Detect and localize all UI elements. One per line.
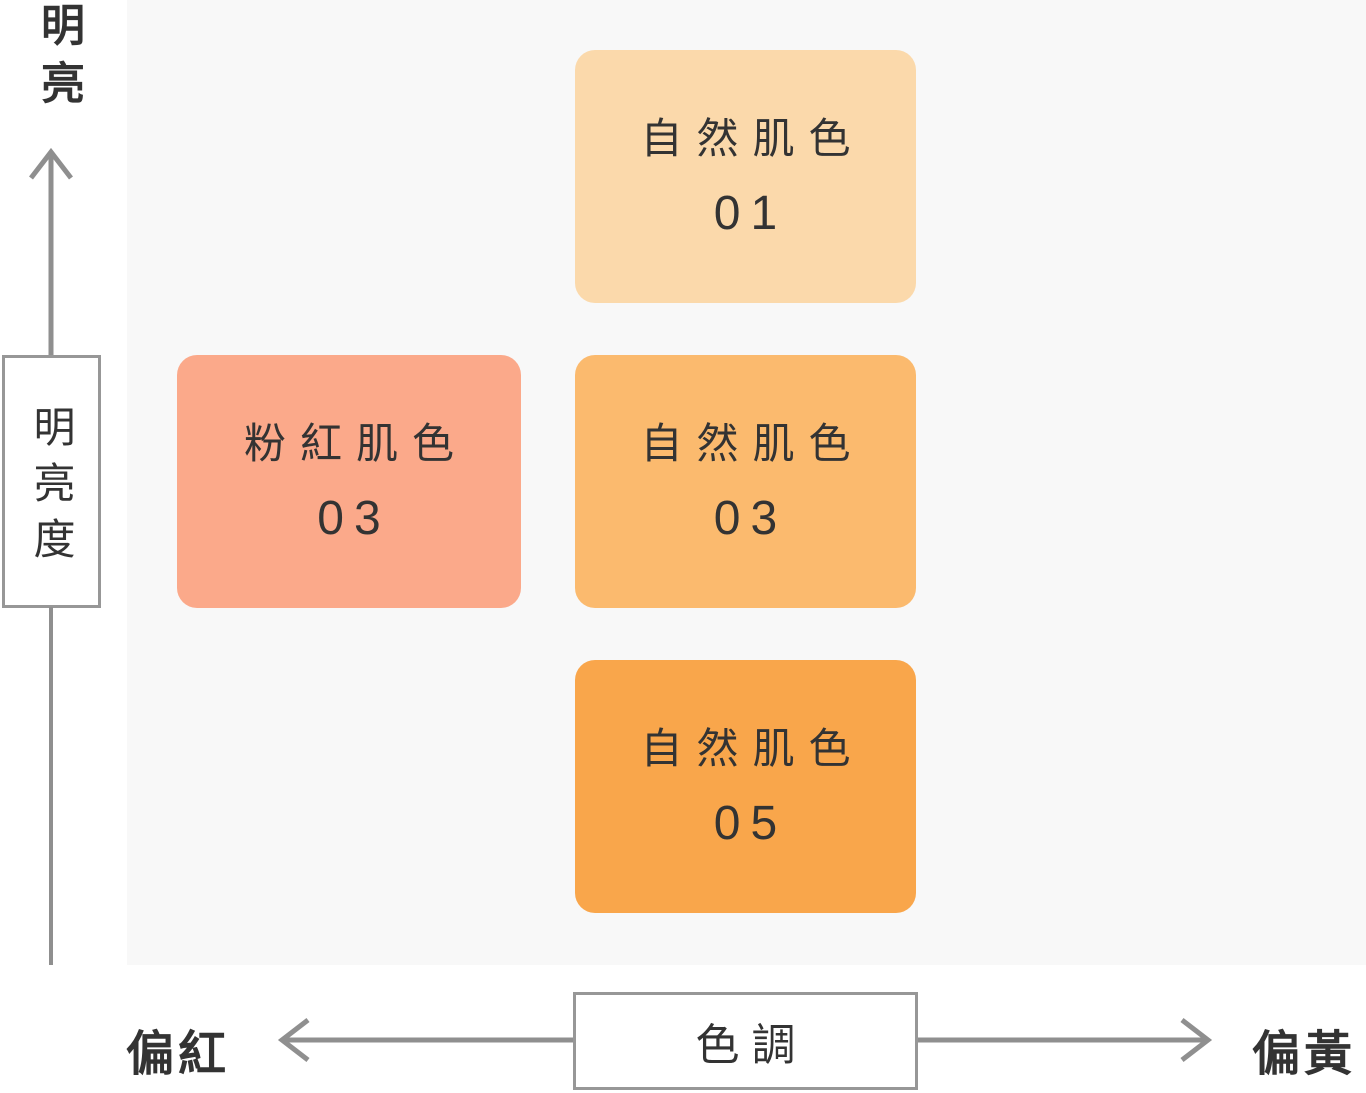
swatch-number: 03 xyxy=(713,491,788,545)
hue-axis-label: 色調 xyxy=(695,1021,808,1070)
swatch-number: 05 xyxy=(713,796,788,850)
brightness-axis-label-box: 明亮度 xyxy=(2,355,101,608)
swatch-number: 01 xyxy=(713,186,788,240)
swatch-number: 03 xyxy=(317,491,391,545)
brightness-axis-line xyxy=(49,607,53,965)
swatch-name: 自然肌色 xyxy=(640,725,865,773)
brightness-axis-max-label: 明亮 xyxy=(34,2,83,118)
right-arrow-icon xyxy=(918,1018,1213,1062)
shade-swatch-natural-03: 自然肌色 03 xyxy=(575,355,916,608)
shade-swatch-pink-03: 粉紅肌色 03 xyxy=(177,355,521,608)
swatch-name: 粉紅肌色 xyxy=(243,420,468,468)
up-arrow-icon xyxy=(29,147,73,355)
shade-swatch-natural-01: 自然肌色 01 xyxy=(575,50,916,303)
swatch-name: 自然肌色 xyxy=(640,420,865,468)
hue-axis-label-box: 色調 xyxy=(573,992,918,1090)
brightness-axis-label: 明亮度 xyxy=(28,404,75,573)
shade-swatch-natural-05: 自然肌色 05 xyxy=(575,660,916,913)
swatch-name: 自然肌色 xyxy=(640,115,865,163)
left-arrow-icon xyxy=(277,1018,573,1062)
hue-axis-yellow-label: 偏黃 xyxy=(1252,1028,1357,1081)
hue-axis-red-label: 偏紅 xyxy=(126,1028,231,1081)
